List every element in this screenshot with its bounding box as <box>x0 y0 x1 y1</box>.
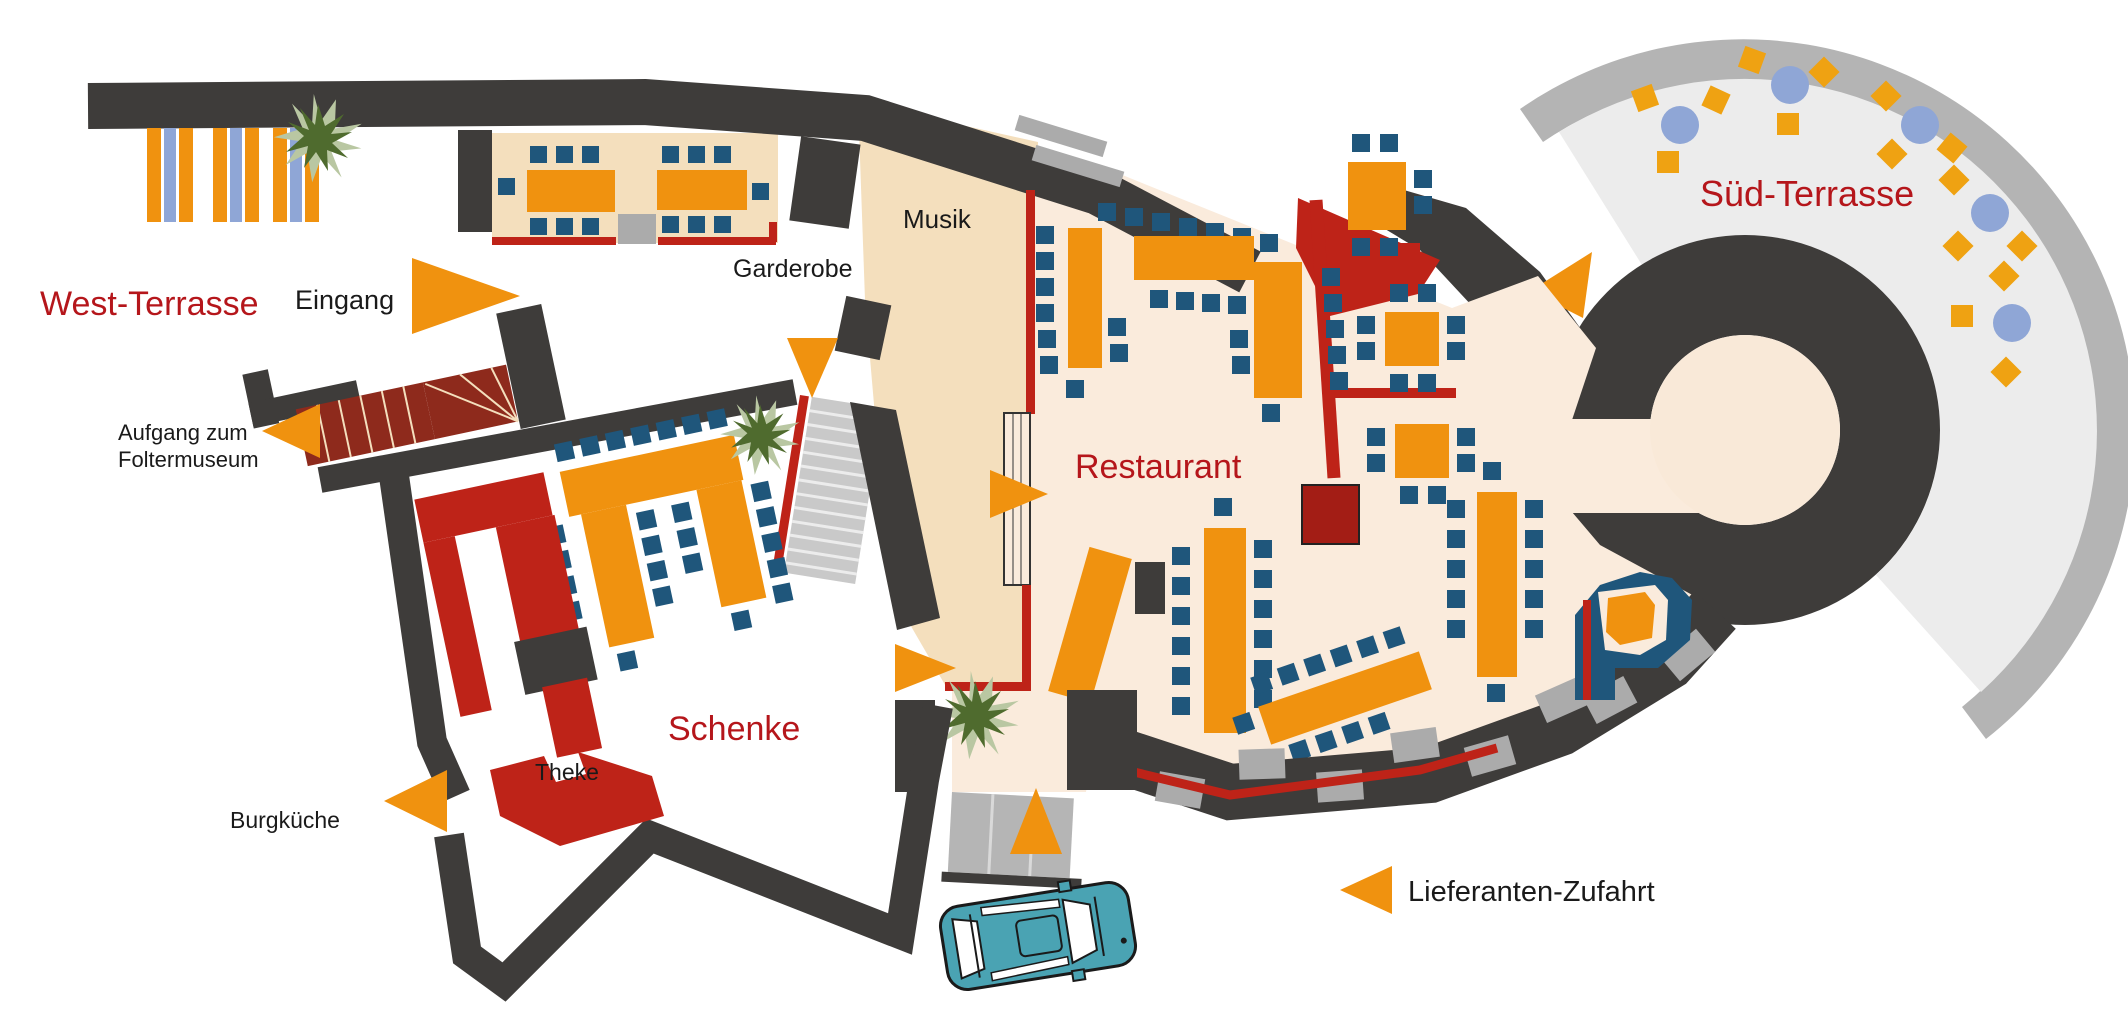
west-terrasse-benches <box>147 128 319 222</box>
label-garderobe: Garderobe <box>733 255 853 283</box>
label-aufgang-1: Aufgang zum <box>118 420 248 445</box>
red-wall <box>1583 600 1591 700</box>
alcove-tables <box>1348 134 1475 504</box>
red-wall <box>1334 388 1456 398</box>
wall <box>377 459 470 803</box>
parking-entry-arrow-icon <box>1010 788 1062 854</box>
table <box>696 480 767 608</box>
table <box>1068 228 1102 368</box>
label-lieferanten: Lieferanten-Zufahrt <box>1408 876 1655 908</box>
label-restaurant: Restaurant <box>1075 448 1242 486</box>
table <box>1477 492 1517 677</box>
table <box>1395 424 1449 478</box>
center-long-table <box>1172 498 1272 733</box>
table <box>581 504 655 648</box>
restaurant: Restaurant <box>920 134 1543 773</box>
musik-floor <box>858 102 1038 690</box>
bar-counter <box>414 472 603 758</box>
tower-floor <box>1650 335 1840 525</box>
chairs <box>1036 203 1348 422</box>
diagonal-table <box>1232 626 1432 763</box>
theke-counter <box>490 752 664 846</box>
table <box>527 170 615 212</box>
wall <box>434 703 953 1002</box>
stairs-down-arrow-icon <box>787 338 838 398</box>
lieferanten-arrow-icon <box>1340 866 1392 914</box>
eingang-arrow-icon <box>412 258 520 334</box>
right-long-table <box>1447 462 1543 702</box>
wall <box>87 78 1261 293</box>
table <box>657 170 747 210</box>
label-schenke: Schenke <box>668 710 800 748</box>
wall <box>1067 690 1137 790</box>
label-musik: Musik <box>903 204 972 234</box>
red-wall <box>1022 585 1031 685</box>
restaurant-u-tables <box>1036 203 1348 422</box>
red-wall <box>1332 243 1420 253</box>
label-burgkueche: Burgküche <box>230 807 340 833</box>
entrance-ramp <box>941 792 1082 889</box>
table <box>559 434 744 517</box>
wall <box>789 136 861 229</box>
label-eingang: Eingang <box>295 285 394 315</box>
table <box>1204 528 1246 733</box>
tower-wall <box>1550 235 1940 625</box>
parking-entrance <box>895 690 1137 889</box>
wall-window <box>1014 114 1125 188</box>
terrace-outer-wall <box>1520 39 2128 739</box>
table <box>1258 651 1432 745</box>
label-aufgang-2: Foltermuseum <box>118 447 259 472</box>
red-wall <box>492 237 616 245</box>
red-wall <box>1026 190 1035 414</box>
pillar <box>1135 562 1165 614</box>
stove <box>1301 484 1360 545</box>
garderobe-door <box>618 214 656 244</box>
schenke: Aufgang zum Foltermuseum <box>118 304 956 1002</box>
red-wall <box>1309 199 1341 479</box>
label-west-terrasse: West-Terrasse <box>40 285 259 323</box>
corner-booth <box>1575 572 1692 700</box>
table <box>1348 162 1406 230</box>
schenke-tables <box>414 408 794 758</box>
stairs-foltermuseum <box>242 304 566 467</box>
car <box>938 879 1138 991</box>
garderobe-room: Garderobe <box>458 130 853 283</box>
red-wall <box>658 237 776 245</box>
table <box>1385 312 1439 366</box>
table <box>1606 592 1655 645</box>
wall <box>834 295 892 361</box>
table <box>1254 262 1302 398</box>
wall <box>458 130 492 232</box>
table <box>1048 546 1132 704</box>
red-wall <box>769 222 777 242</box>
garderobe-chairs <box>498 146 769 235</box>
legend: Lieferanten-Zufahrt <box>1340 866 1655 914</box>
table <box>1134 236 1254 280</box>
wall <box>850 402 940 630</box>
stairs-musik <box>771 395 883 584</box>
schenke-entry-arrow-icon <box>895 644 956 692</box>
label-sued-terrasse: Süd-Terrasse <box>1700 173 1914 214</box>
burgkueche-arrow-icon <box>384 770 447 832</box>
terrace-floor <box>1559 78 2097 692</box>
label-theke: Theke <box>535 759 599 785</box>
aufgang-foltermuseum-arrow-icon <box>262 404 320 458</box>
restaurant-entry-arrow-icon <box>990 470 1048 518</box>
sued-terrasse-arrow-icon <box>1530 252 1592 318</box>
chairs <box>545 408 794 672</box>
